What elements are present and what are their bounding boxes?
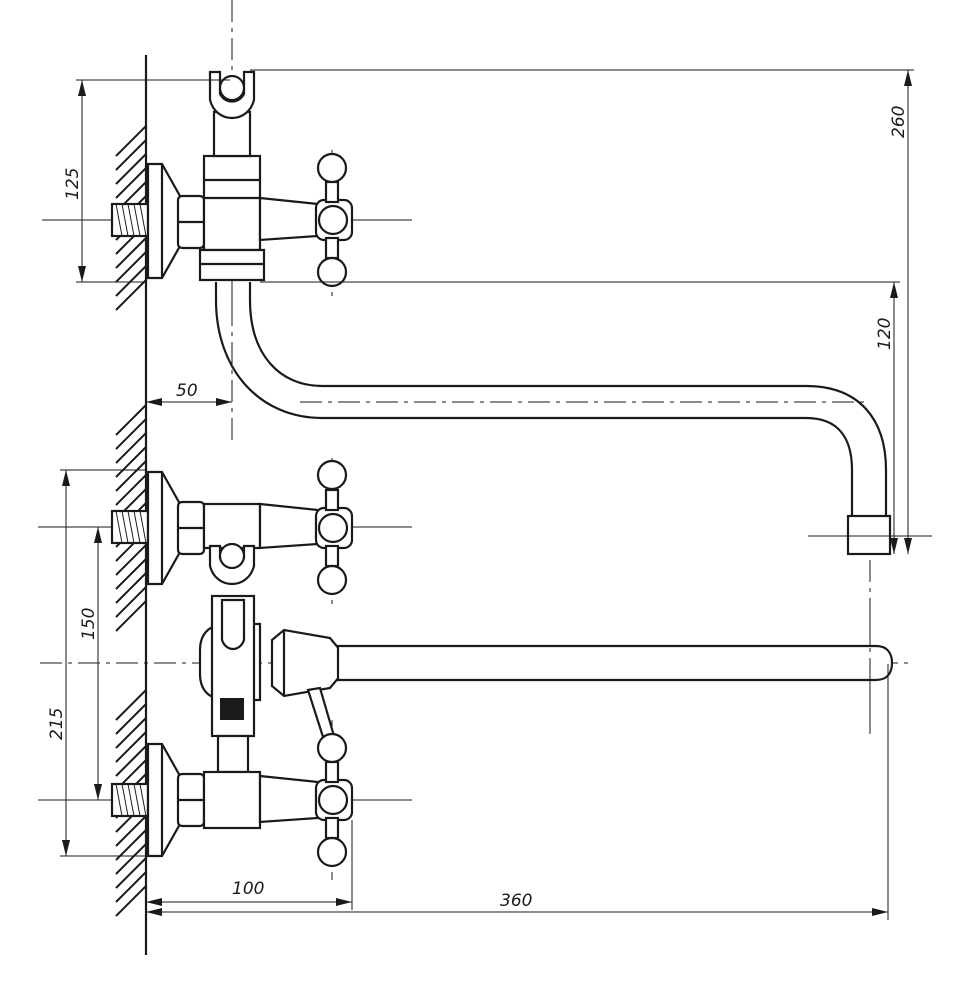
bottom-view-faucet bbox=[38, 458, 912, 880]
flange-bottom bbox=[146, 742, 182, 858]
wall bbox=[115, 55, 148, 955]
dim-label-150: 150 bbox=[79, 608, 99, 640]
dimension-120: 120 bbox=[260, 281, 900, 554]
nut-top bbox=[176, 194, 206, 250]
valve-body-top bbox=[198, 154, 266, 282]
dim-label-360: 360 bbox=[500, 891, 532, 911]
dimension-125: 125 bbox=[63, 79, 230, 283]
dim-label-50: 50 bbox=[176, 381, 198, 401]
nut-mid bbox=[176, 500, 206, 556]
top-view-faucet bbox=[42, 0, 932, 740]
shower-holder-mid bbox=[208, 542, 256, 586]
dimension-100: 100 bbox=[146, 820, 353, 910]
inlet-thread-mid bbox=[110, 509, 150, 545]
inlet-thread-top bbox=[110, 202, 150, 238]
shower-holder-top bbox=[208, 70, 256, 158]
wall-hatching-top bbox=[115, 125, 147, 311]
dimensions: 125 260 120 50 bbox=[47, 69, 914, 920]
dimension-215: 215 bbox=[47, 469, 146, 857]
dim-label-120: 120 bbox=[875, 318, 895, 350]
dimension-260: 260 bbox=[250, 69, 914, 554]
flange-top bbox=[146, 162, 182, 280]
diverter-indicator bbox=[220, 698, 244, 720]
cross-handle-top bbox=[258, 152, 354, 288]
spout-curved bbox=[214, 282, 932, 740]
inlet-thread-bottom bbox=[110, 782, 150, 818]
nut-bottom bbox=[176, 772, 206, 828]
wall-hatching-bottom bbox=[115, 689, 147, 917]
dimension-50: 50 bbox=[146, 381, 232, 406]
dimension-150: 150 bbox=[79, 526, 112, 800]
spout-straight bbox=[270, 620, 894, 712]
diverter-lever bbox=[306, 686, 336, 742]
mixer-body bbox=[198, 594, 262, 774]
dim-label-215: 215 bbox=[47, 708, 67, 740]
dim-label-260: 260 bbox=[889, 106, 909, 138]
body-mid bbox=[202, 459, 354, 596]
dim-label-100: 100 bbox=[232, 879, 264, 899]
dimension-360: 360 bbox=[146, 664, 889, 920]
dim-label-125: 125 bbox=[63, 168, 83, 200]
body-bottom bbox=[202, 732, 354, 868]
flange-mid bbox=[146, 470, 182, 586]
